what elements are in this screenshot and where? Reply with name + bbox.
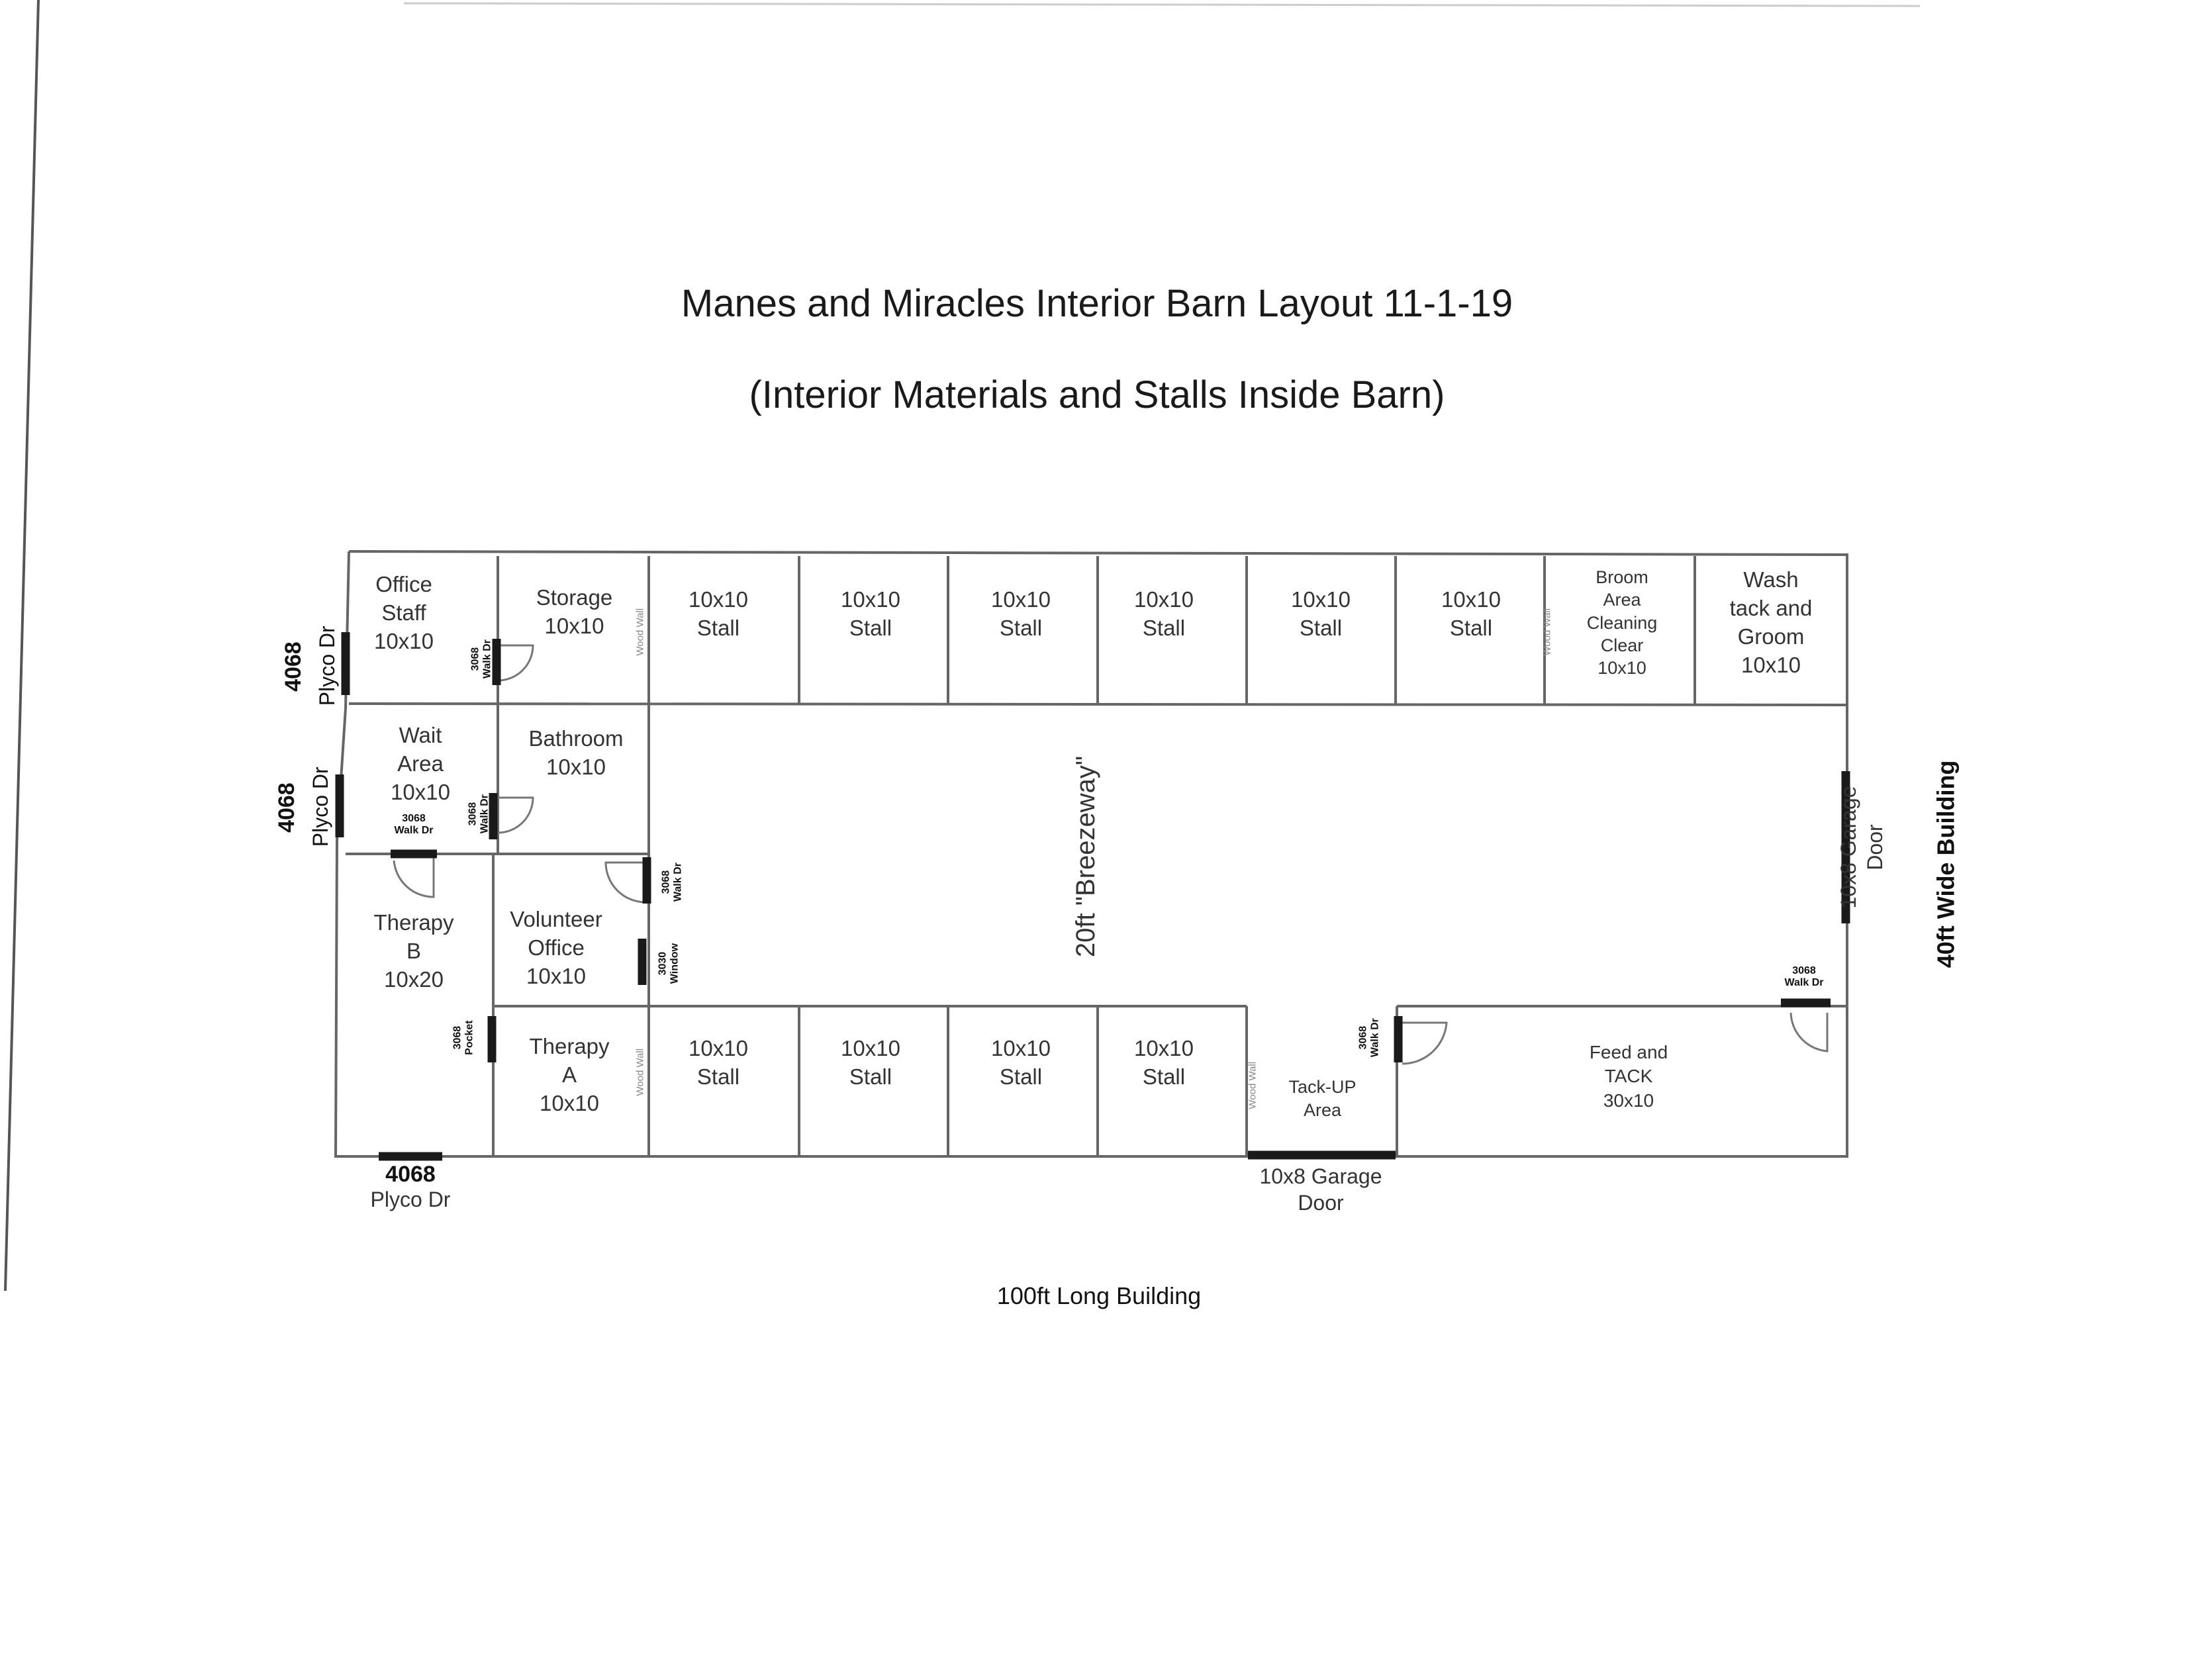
walk-dr-label: 3068 Walk Dr — [469, 639, 493, 679]
window-label: 3030 Window — [657, 943, 680, 984]
garage-door-label-south: 10x8 Garage Door — [1259, 1164, 1382, 1215]
door-swing-icon — [1402, 1021, 1448, 1065]
wood-wall-label: Wood Wall — [1541, 608, 1553, 656]
room-tack-up: Tack-UP Area — [1288, 1077, 1357, 1121]
pocket-door-label: 3068 Pocket — [452, 1020, 475, 1055]
building-length-label: 100ft Long Building — [996, 1282, 1202, 1309]
room-broom-area: Broom Area Cleaning Clear 10x10 — [1586, 567, 1658, 678]
room-bathroom: Bathroom 10x10 — [528, 726, 624, 779]
door-swing-icon — [1789, 1012, 1829, 1052]
stall-bottom-4: 10x10 Stall — [1134, 1036, 1194, 1089]
stall-bottom-1: 10x10 Stall — [689, 1036, 748, 1089]
room-office-staff: Office Staff 10x10 — [374, 572, 434, 653]
door-swing-icon — [497, 644, 534, 682]
stall-top-6: 10x10 Stall — [1441, 587, 1501, 640]
outer-wall — [334, 550, 1848, 1158]
scan-edge-line — [4, 0, 40, 1291]
door-size-label: 4068 — [385, 1162, 436, 1187]
walk-dr-label: 3068 Walk Dr — [467, 794, 490, 834]
stall-bottom-3: 10x10 Stall — [991, 1036, 1051, 1089]
breezeway-label: 20ft "Breezeway" — [1071, 755, 1100, 958]
building-width-label: 40ft Wide Building — [1932, 760, 1960, 968]
room-therapy-b: Therapy B 10x20 — [373, 910, 454, 992]
door-swing-icon — [604, 861, 646, 904]
scan-top-line — [403, 2, 1921, 7]
room-wash: Wash tack and Groom 10x10 — [1729, 567, 1813, 677]
wood-wall-label: Wood Wall — [634, 1048, 646, 1096]
walk-dr-label: 3068 Walk Dr — [1357, 1018, 1380, 1058]
stall-top-1: 10x10 Stall — [689, 587, 748, 640]
door-size-label: 4068 — [280, 641, 306, 692]
diagram-title: Manes and Miracles Interior Barn Layout … — [681, 282, 1513, 325]
wood-wall-label: Wood Wall — [634, 608, 646, 656]
room-wait-area: Wait Area 10x10 — [391, 723, 450, 804]
room-therapy-a: Therapy A 10x10 — [529, 1034, 610, 1115]
stall-top-5: 10x10 Stall — [1291, 587, 1351, 640]
diagram-subtitle: (Interior Materials and Stalls Inside Ba… — [749, 373, 1445, 416]
walk-dr-label: 3068 Walk Dr — [1784, 965, 1824, 989]
wood-wall-label: Wood Wall — [1247, 1061, 1259, 1109]
room-feed-tack: Feed and TACK 30x10 — [1589, 1042, 1668, 1111]
door-swing-icon — [497, 796, 534, 834]
door-swing-icon — [393, 854, 435, 898]
door-size-label: 4068 — [273, 782, 299, 833]
top-row-wall — [348, 702, 1848, 706]
walk-dr-label: 3068 Walk Dr — [660, 863, 683, 902]
plyco-dr-label: Plyco Dr — [370, 1188, 451, 1211]
plyco-dr-label: Plyco Dr — [315, 626, 340, 706]
stall-top-4: 10x10 Stall — [1134, 587, 1194, 640]
garage-door-label-east: 10x8 Garage Door — [1836, 786, 1887, 909]
stall-top-2: 10x10 Stall — [841, 587, 900, 640]
stall-bottom-2: 10x10 Stall — [841, 1036, 900, 1089]
room-storage: Storage 10x10 — [536, 585, 613, 638]
plyco-dr-label: Plyco Dr — [309, 767, 333, 847]
stall-top-3: 10x10 Stall — [991, 587, 1051, 640]
walk-dr-label: 3068 Walk Dr — [394, 813, 434, 837]
room-volunteer-office: Volunteer Office 10x10 — [510, 907, 602, 988]
